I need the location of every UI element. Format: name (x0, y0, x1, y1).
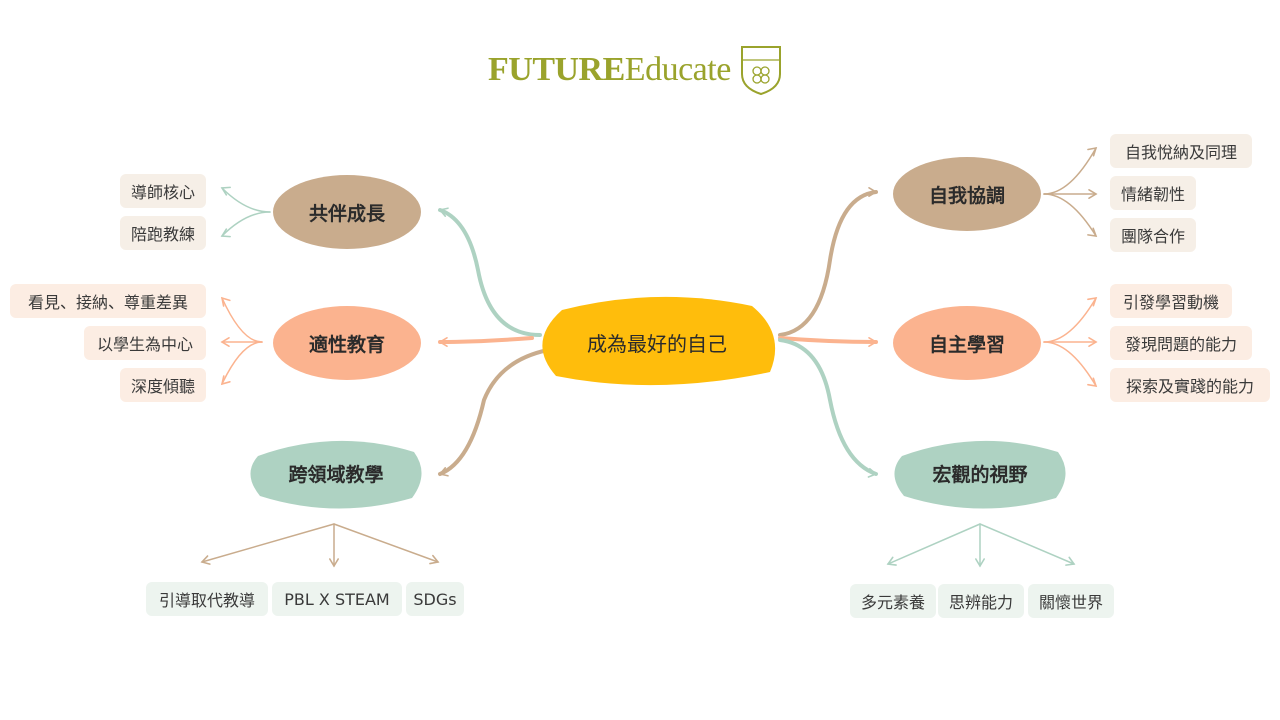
arrowhead (1065, 556, 1076, 566)
branch-label: 宏觀的視野 (932, 463, 1028, 486)
branch-interdisciplinary: 跨領域教學 (248, 432, 424, 514)
leaf-pbl-steam: PBL X STEAM (272, 582, 402, 616)
arrowhead (1088, 337, 1098, 347)
leaf-connector (333, 523, 439, 563)
fei-crest-icon (740, 46, 781, 96)
leaf-diverse-literacy: 多元素養 (850, 584, 936, 618)
branch-shape (893, 306, 1041, 380)
branch-shape (894, 440, 1066, 509)
trunk-co-growth (438, 208, 542, 337)
leaf-connector (1043, 341, 1097, 387)
branch-self-coordination: 自我協調 (892, 156, 1042, 232)
arrowhead (1087, 146, 1098, 157)
trunk-interdisciplinary (438, 348, 550, 476)
branch-self-learning: 自主學習 (892, 305, 1042, 381)
leaf-respect-difference: 看見、接納、尊重差異 (10, 284, 206, 318)
branch-co-growth: 共伴成長 (272, 174, 422, 250)
leaf-learning-motivation: 引發學習動機 (1110, 284, 1232, 318)
trunk-self-coordination (778, 190, 878, 337)
leaf-connector (1043, 193, 1097, 237)
center-label: 成為最好的自己 (587, 331, 727, 356)
arrowhead (868, 337, 878, 347)
arrowhead (1088, 189, 1098, 199)
trunk-adaptive (438, 336, 534, 344)
leaf-connector (201, 523, 335, 563)
arrowhead (868, 187, 878, 197)
leaf-connector (221, 341, 263, 385)
leaf-connector (979, 523, 1075, 565)
branch-label: 自我協調 (928, 184, 1005, 207)
leaf-critical-thinking: 思辨能力 (938, 584, 1024, 618)
leaf-connector (1043, 297, 1097, 343)
branch-shape (250, 440, 422, 509)
branch-shape (273, 306, 421, 380)
leaf-care-for-world: 關懷世界 (1028, 584, 1114, 618)
leaf-connector (221, 297, 263, 343)
arrowhead (220, 186, 231, 196)
leaf-teamwork: 團隊合作 (1110, 218, 1196, 252)
branch-label: 跨領域教學 (288, 463, 384, 486)
branch-shape (893, 157, 1041, 231)
arrowhead (975, 558, 985, 568)
arrowhead (329, 558, 339, 568)
center-shape (542, 296, 776, 386)
leaf-emotional-resilience: 情緒韌性 (1110, 176, 1196, 210)
branch-label: 適性教育 (308, 333, 385, 356)
leaf-connector (221, 187, 271, 213)
arrowhead (438, 337, 448, 347)
arrowhead (886, 556, 897, 566)
leaf-self-acceptance: 自我悅納及同理 (1110, 134, 1252, 168)
branch-adaptive: 適性教育 (272, 305, 422, 381)
arrowhead (220, 228, 231, 238)
arrowhead (867, 467, 878, 478)
arrowhead (220, 296, 231, 307)
trunk-macro-view (778, 338, 878, 476)
branch-label: 自主學習 (928, 333, 1005, 356)
leaf-companion-coach: 陪跑教練 (120, 216, 206, 250)
center-node: 成為最好的自己 (532, 292, 782, 392)
leaf-sdgs: SDGs (406, 582, 464, 616)
leaf-explore-practice: 探索及實踐的能力 (1110, 368, 1270, 402)
leaf-connector (887, 523, 981, 565)
arrowhead (1087, 296, 1098, 307)
leaf-guide-not-teach: 引導取代教導 (146, 582, 268, 616)
arrowhead (1087, 377, 1098, 388)
branch-macro-view: 宏觀的視野 (892, 432, 1068, 514)
leaf-mentor-core: 導師核心 (120, 174, 206, 208)
arrowhead (220, 337, 230, 347)
logo-wordmark: FUTUREEducate (488, 51, 731, 88)
leaf-connector (221, 211, 271, 237)
arrowhead (200, 555, 211, 565)
arrowhead (429, 554, 440, 565)
leaf-connector (1043, 147, 1097, 195)
leaf-problem-finding: 發現問題的能力 (1110, 326, 1252, 360)
futureducate-logo: FUTUREEducate (488, 42, 783, 98)
arrowhead (1087, 227, 1098, 237)
trunk-self-learning (778, 336, 878, 344)
branch-label: 共伴成長 (308, 202, 385, 225)
leaf-deep-listening: 深度傾聽 (120, 368, 206, 402)
arrowhead (220, 375, 231, 386)
arrowhead (438, 467, 449, 477)
branch-shape (273, 175, 421, 249)
leaf-student-centered: 以學生為中心 (84, 326, 206, 360)
arrowhead (438, 207, 449, 217)
